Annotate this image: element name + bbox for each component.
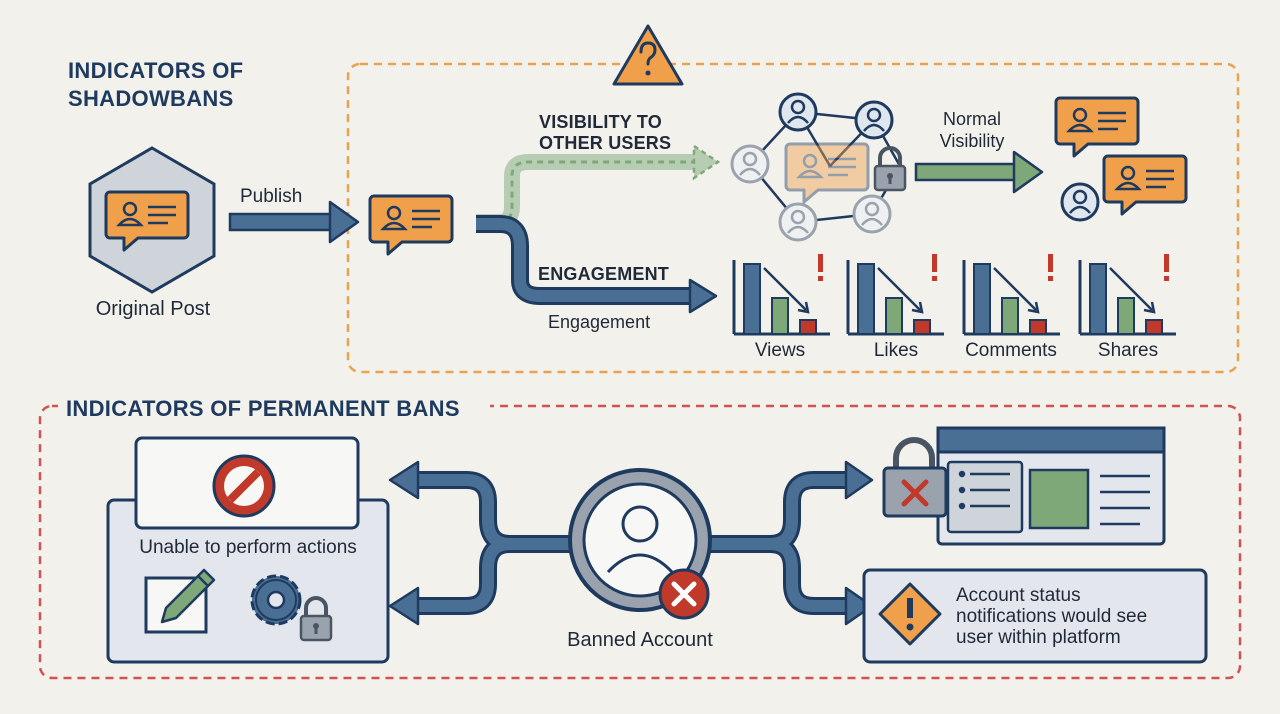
locked-profile-window [936,426,1166,546]
original-post-icon [88,146,216,294]
visibility-label-line1: VISIBILITY TO [539,112,662,132]
notification-text-line2: notifications would see [956,606,1148,627]
warning-exclamation-icon [878,582,942,646]
permanent-bans-title: INDICATORS OF PERMANENT BANS [66,396,460,421]
bar-chart-down-icon-comments [962,252,1062,336]
publish-arrow [228,200,360,244]
notification-text-line3: user within platform [956,627,1121,648]
banned-account-label: Banned Account [567,629,713,651]
edit-pencil-icon [144,568,216,634]
publish-label: Publish [240,186,303,207]
shadowbans-title-line2: SHADOWBANS [68,86,234,111]
x-mark-icon [658,568,710,620]
metric-label-likes: Likes [873,340,919,361]
post-chat-icon [368,194,454,256]
normal-visibility-line2: Visibility [939,131,1005,151]
user-network-icon [730,92,907,242]
notification-text-line1: Account status [956,585,1081,606]
metric-label-comments: Comments [965,340,1057,361]
metric-label-shares: Shares [1097,340,1159,361]
warning-question-icon [612,24,684,86]
permanent-ban-dashed-frame [38,404,1242,680]
unable-actions-label: Unable to perform actions [139,537,357,558]
metric-label-views: Views [754,340,806,361]
gear-lock-icon [250,574,333,642]
normal-visibility-line1: Normal [942,109,1001,129]
bar-chart-down-icon-likes [846,252,946,336]
engagement-heading: ENGAGEMENT [538,264,670,284]
original-post-label: Original Post [95,298,211,320]
bar-chart-down-icon-shares [1078,252,1178,336]
no-entry-icon [212,454,276,518]
notification-card [862,568,1208,664]
bar-chart-down-icon-views [732,252,832,336]
metric-charts [732,252,1178,336]
normal-visibility-arrow [914,150,1044,194]
visibility-arrow [476,143,721,230]
visibility-label-line2: OTHER USERS [539,133,672,153]
engagement-sub-label: Engagement [548,312,651,332]
visible-chats-icon [1054,96,1188,222]
shadowbans-title-line1: INDICATORS OF [68,58,244,83]
ban-branch-arrows [388,460,874,626]
lock-icon [882,437,948,518]
engagement-arrow [476,215,718,314]
